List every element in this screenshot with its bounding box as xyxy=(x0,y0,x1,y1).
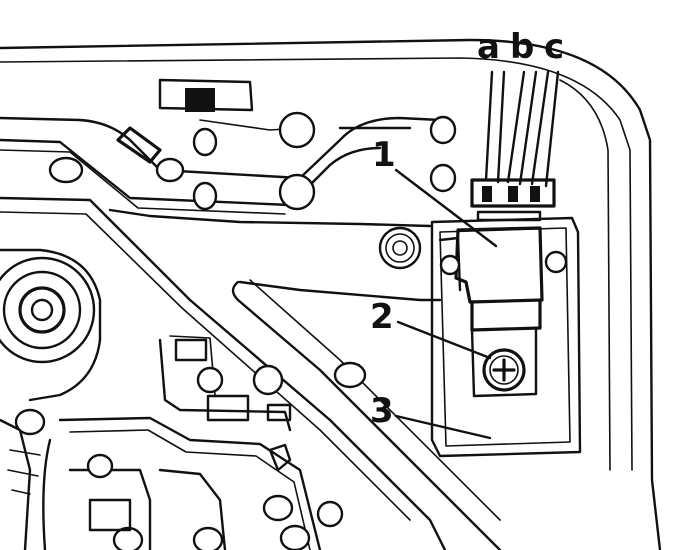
solder-pads xyxy=(14,111,457,550)
mounting-hole xyxy=(378,226,422,270)
sensor-body xyxy=(438,226,568,398)
label-a: a xyxy=(477,27,500,67)
label-c: c xyxy=(544,27,564,67)
leader-lines xyxy=(394,168,498,440)
round-component xyxy=(0,256,96,364)
label-b: b xyxy=(510,27,534,67)
board-outline xyxy=(0,38,662,550)
screw xyxy=(482,348,526,392)
label-3: 3 xyxy=(370,391,394,431)
circuit-traces xyxy=(0,78,502,550)
connector-wires xyxy=(470,70,560,222)
lower-left-traces xyxy=(0,335,322,550)
small-components xyxy=(88,88,292,532)
label-1: 1 xyxy=(372,135,396,175)
label-2: 2 xyxy=(370,297,394,337)
